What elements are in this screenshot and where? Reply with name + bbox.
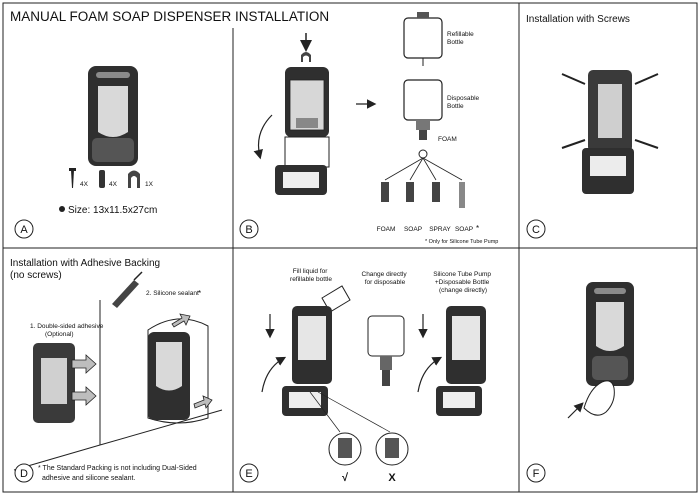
- sealant-label: 2. Silicone sealant: [146, 290, 199, 297]
- disposable-bottle-swap-icon: [367, 315, 405, 386]
- screw-icons: [561, 73, 659, 149]
- panel-b-letter: B: [239, 219, 259, 239]
- panel-f-letter: F: [526, 463, 546, 483]
- key-qty: 1X: [145, 181, 154, 188]
- key-icon: [128, 170, 140, 188]
- panel-d: Installation with Adhesive Backing (no s…: [10, 258, 223, 483]
- silicone-footnote: * Only for Silicone Tube Pump: [425, 239, 498, 245]
- panel-e-letter: E: [239, 463, 259, 483]
- sealant-arrows: [171, 313, 213, 409]
- panel-d-subheading: (no screws): [10, 270, 62, 281]
- wall-anchor-icon: [99, 170, 105, 188]
- swing-open-arrow-icon: [253, 114, 273, 160]
- pump-label-foam: FOAM: [377, 226, 396, 233]
- wrong-mark: X: [388, 472, 396, 484]
- svg-text:B: B: [245, 224, 252, 236]
- connector-icon: [418, 149, 428, 159]
- mounted-dispenser-icon: [147, 318, 209, 424]
- panel-a: 4X 4X 1X Size: 13x11.5x27cm A: [14, 66, 157, 239]
- anchor-qty: 4X: [109, 181, 118, 188]
- refill-dispenser-icon: [282, 306, 332, 416]
- panel-c-heading: Installation with Screws: [526, 14, 630, 25]
- back-plate-icon: [582, 70, 634, 194]
- adhesive-label: 1. Double-sided adhesive (Optional): [30, 323, 105, 338]
- svg-text:D: D: [20, 468, 28, 480]
- change-directly-label: Change directly for disposable: [362, 271, 409, 286]
- svg-text:E: E: [245, 468, 252, 480]
- pump-icons: [381, 182, 465, 208]
- finished-dispenser-icon: [586, 282, 634, 386]
- pump-label-spray: SPRAY: [429, 226, 451, 233]
- open-dispenser-icon: [275, 67, 330, 195]
- correct-mark: √: [342, 472, 349, 484]
- close-arrow-icon: [417, 356, 443, 393]
- panel-d-letter: D: [14, 463, 34, 483]
- pump-labels: FOAM SOAP SPRAY SOAP *: [377, 224, 480, 233]
- size-bullet-icon: [59, 206, 65, 212]
- packing-note-line2: adhesive and silicone sealant.: [42, 475, 135, 482]
- panel-c: Installation with Screws C: [526, 14, 659, 239]
- dispenser-front-icon: [88, 66, 138, 166]
- screw-icon: [69, 168, 76, 188]
- refillable-bottle-icon: [403, 12, 443, 66]
- refillable-bottle-label: Refillable Bottle: [447, 31, 476, 46]
- panel-e: Fill liquid for refillable bottle Change…: [239, 268, 493, 484]
- pump-label-soap: SOAP: [404, 226, 422, 233]
- size-label: Size: 13x11.5x27cm: [68, 205, 157, 216]
- push-arrows: [71, 354, 97, 406]
- svg-text:C: C: [532, 224, 540, 236]
- disposable-bottle-icon: [403, 79, 443, 140]
- page-title: MANUAL FOAM SOAP DISPENSER INSTALLATION: [10, 9, 329, 24]
- sealant-star: *: [198, 289, 201, 298]
- packing-note-line1: * The Standard Packing is not including …: [38, 465, 197, 472]
- key-icon: [301, 52, 311, 62]
- foam-label: FOAM: [438, 136, 457, 143]
- detail-lines: [309, 391, 391, 433]
- panel-d-heading: Installation with Adhesive Backing: [10, 258, 160, 269]
- silicone-pump-label: Silicone Tube Pump +Disposable Bottle (c…: [433, 271, 493, 294]
- disposable-bottle-label: Disposable Bottle: [447, 95, 481, 110]
- svg-text:A: A: [20, 224, 28, 236]
- fill-liquid-label: Fill liquid for refillable bottle: [290, 268, 332, 283]
- panel-c-letter: C: [526, 219, 546, 239]
- sealant-gun-icon: [112, 271, 143, 308]
- close-arrow-icon: [261, 356, 287, 393]
- panel-a-letter: A: [14, 219, 34, 239]
- svg-text:F: F: [533, 468, 540, 480]
- silicone-dispenser-icon: [436, 306, 486, 416]
- pump-star: *: [476, 224, 479, 233]
- panel-b: Refillable Bottle Disposable Bottle FOAM: [239, 12, 498, 245]
- panel-f: F: [526, 282, 634, 483]
- screw-qty: 4X: [80, 181, 89, 188]
- back-plate-adhesive-icon: [33, 343, 75, 423]
- hand-icon: [583, 380, 615, 416]
- pump-label-silicone-soap: SOAP: [455, 226, 473, 233]
- push-arrow-icon: [567, 402, 584, 419]
- pump-connectors: [384, 157, 463, 181]
